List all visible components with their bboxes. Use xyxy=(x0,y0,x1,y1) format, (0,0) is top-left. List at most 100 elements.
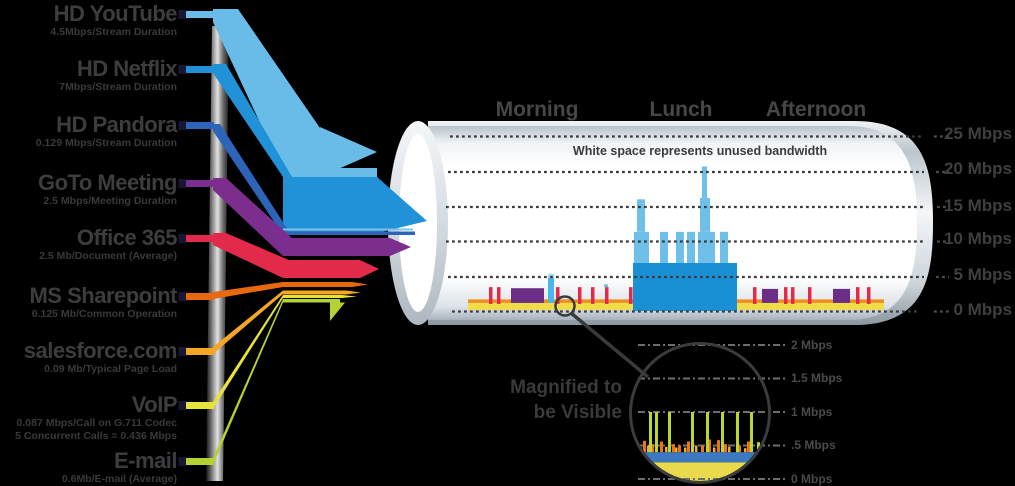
sharepoint-connector-square xyxy=(178,292,187,301)
office365-bar xyxy=(556,287,560,304)
salesforce-bar xyxy=(744,448,747,453)
magnified-caption-line1: Magnified to xyxy=(510,377,622,398)
app-title: HD Pandora xyxy=(56,112,177,137)
mag-axis-1-5mbps: 1.5 Mbps xyxy=(791,371,843,385)
office365-connector-line xyxy=(186,235,214,242)
goto-connector-line xyxy=(186,180,214,187)
pandora-bar xyxy=(548,273,554,303)
netflix-bar xyxy=(633,263,737,311)
youtube-connector-line xyxy=(186,11,214,18)
salesforce-bar xyxy=(675,447,678,453)
goto-flow-band xyxy=(283,238,411,256)
salesforce-connector-line xyxy=(186,348,214,355)
sharepoint-bar xyxy=(643,440,646,453)
period-label-lunch: Lunch xyxy=(649,98,713,121)
pipe-interior xyxy=(428,126,917,320)
email-flow-band xyxy=(283,299,340,303)
voip-bar xyxy=(691,412,694,453)
app-flow-ribbons xyxy=(178,9,427,466)
app-label-voip: VoIP 0.087 Mbps/Call on G.711 Codec 5 Co… xyxy=(0,393,177,443)
pandora-flow-ribbon xyxy=(213,124,288,235)
office365-bar xyxy=(497,287,501,304)
magnified-circle xyxy=(629,342,771,484)
salesforce-bar xyxy=(665,446,668,453)
netflix-connector-square xyxy=(178,65,187,74)
app-detail: 0.6Mb/E-mail (Average) xyxy=(61,473,177,485)
netflix-flow-arrowhead xyxy=(377,177,427,233)
axis-label-25mbps: 25 Mbps xyxy=(943,124,1012,143)
youtube-bar xyxy=(698,231,715,263)
salesforce-bar xyxy=(728,446,731,453)
sharepoint-bar xyxy=(672,444,675,453)
mag-axis-05mbps: .5 Mbps xyxy=(791,438,836,452)
app-detail: 4.5Mbps/Stream Duration xyxy=(50,26,177,38)
goto-bar xyxy=(762,288,778,303)
pandora-connector-square xyxy=(178,121,187,130)
youtube-bar xyxy=(660,231,668,263)
office365-bar xyxy=(856,287,860,304)
app-label-office365: Office 365 2.5 Mb/Document (Average) xyxy=(0,226,177,263)
app-detail: 2.5 Mbps/Meeting Duration xyxy=(43,195,177,207)
pandora-connector-line xyxy=(186,122,214,129)
salesforce-bar xyxy=(647,445,650,453)
netflix-connector-line xyxy=(186,66,214,73)
youtube-bar xyxy=(687,231,695,263)
voip-connector-square xyxy=(178,401,187,410)
mag-axis-2mbps: 2 Mbps xyxy=(791,338,833,352)
sharepoint-bar xyxy=(708,439,711,453)
axis-label-20mbps: 20 Mbps xyxy=(943,159,1012,178)
app-detail: 0.125 Mb/Common Operation xyxy=(31,308,177,320)
base_blue-band xyxy=(632,452,768,463)
axis-label-10mbps: 10 Mbps xyxy=(943,229,1012,248)
pandora-flow-band xyxy=(283,231,415,235)
office365-flow-band xyxy=(283,260,379,278)
netflix-flow-ribbon xyxy=(213,64,292,177)
youtube-bar xyxy=(634,231,649,263)
email-flow-arrowhead xyxy=(330,302,345,321)
goto-bar xyxy=(511,288,544,303)
app-label-pandora: HD Pandora 0.129 Mbps/Stream Duration xyxy=(0,112,178,150)
youtube-flow-band xyxy=(283,168,377,177)
youtube-bar xyxy=(720,231,728,263)
app-detail: 0.09 Mb/Typical Page Load xyxy=(44,363,177,375)
magnified-caption-line2: be Visible xyxy=(533,402,622,423)
voip-bar xyxy=(750,412,753,453)
salesforce-bar xyxy=(713,447,716,453)
voip-bar xyxy=(668,412,671,453)
app-label-youtube: HD YouTube 4.5Mbps/Stream Duration xyxy=(0,2,177,39)
app-label-email: E-mail 0.6Mb/E-mail (Average) xyxy=(0,449,178,486)
app-title: HD Netflix xyxy=(76,56,178,81)
axis-label-5mbps: 5 Mbps xyxy=(953,265,1012,284)
voip-bar xyxy=(721,412,724,453)
axis-label-0mbps: 0 Mbps xyxy=(953,300,1012,319)
axis-label-15mbps: 15 Mbps xyxy=(943,196,1012,215)
goto-connector-square xyxy=(178,179,187,188)
sharepoint-bar xyxy=(738,445,741,453)
voip-connector-line xyxy=(186,402,214,409)
office365-bar xyxy=(591,287,595,304)
pipe-gridlines xyxy=(446,135,925,313)
app-title: GoTo Meeting xyxy=(37,170,178,195)
sharepoint-bar xyxy=(651,444,654,453)
email-flow-ribbon xyxy=(213,299,283,465)
app-title: Office 365 xyxy=(76,225,178,250)
salesforce-bar xyxy=(695,445,698,453)
app-title: HD YouTube xyxy=(53,1,178,26)
office365-bar xyxy=(753,287,757,304)
voip-bar xyxy=(757,442,760,453)
goto-bar xyxy=(833,288,850,303)
magnified-bars xyxy=(643,412,767,453)
magnifier-lens-icon xyxy=(554,295,576,317)
sharepoint-bar xyxy=(701,445,704,453)
office365-connector-square xyxy=(178,234,187,243)
app-detail: 2.5 Mb/Document (Average) xyxy=(39,250,177,262)
voip-bar xyxy=(706,412,709,453)
sharepoint-bar xyxy=(678,445,681,453)
email-connector-square xyxy=(178,457,187,466)
magnifier-handle xyxy=(569,311,650,379)
sharepoint-connector-line xyxy=(186,293,214,300)
app-title: VoIP xyxy=(131,392,178,417)
office365-bar xyxy=(784,287,788,304)
goto-flow-ribbon xyxy=(213,178,292,256)
email-connector-line xyxy=(186,458,214,465)
